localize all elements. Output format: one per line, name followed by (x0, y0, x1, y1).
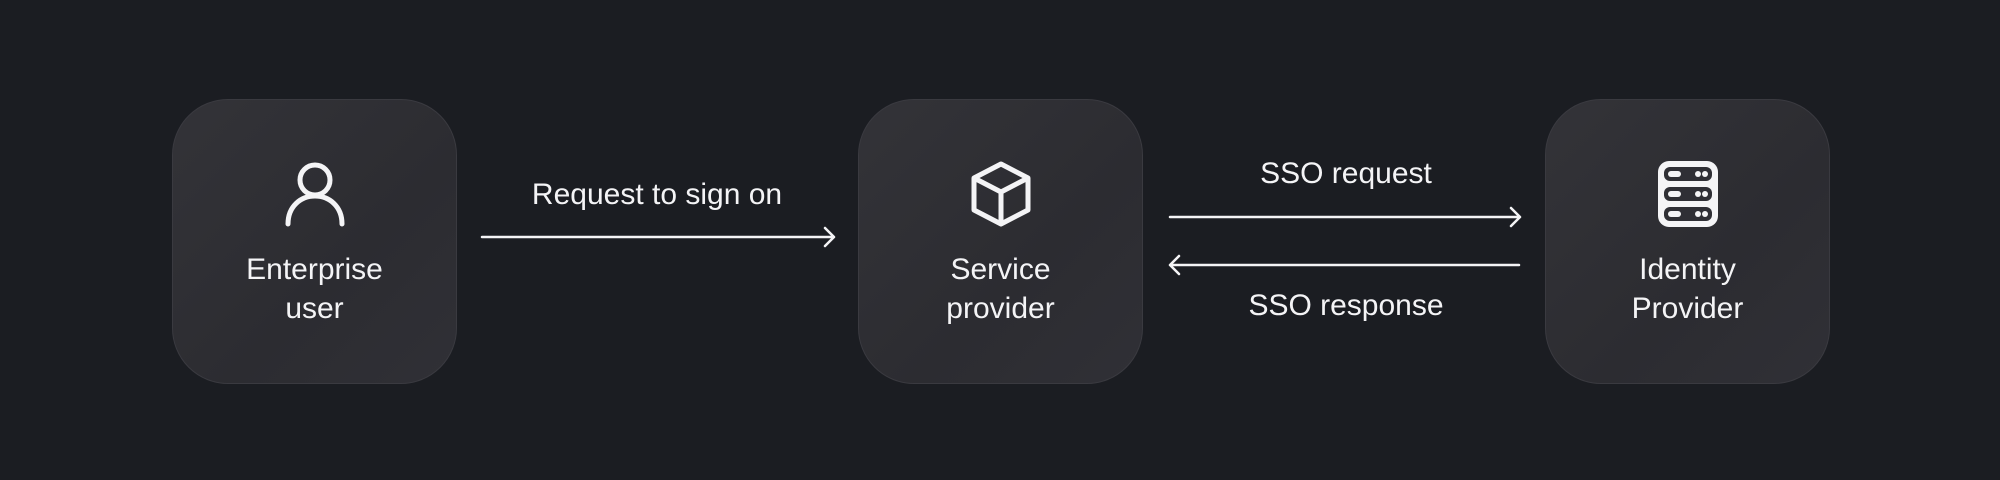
edge-label-sso-response: SSO response (1248, 289, 1444, 322)
node-label-line: Identity (1639, 253, 1736, 286)
user-icon (285, 162, 344, 227)
node-label-line: Enterprise (246, 253, 383, 286)
arrow-left (1168, 254, 1521, 276)
cube-icon (971, 161, 1030, 227)
node-label-line: Service (950, 253, 1051, 286)
arrow-right (480, 226, 836, 248)
server-icon (1657, 161, 1718, 227)
node-label-line: provider (946, 292, 1055, 325)
node-service-provider: Service provider (858, 99, 1143, 384)
edge-label-sso-request: SSO request (1260, 157, 1432, 190)
arrow-right (1168, 206, 1522, 228)
edge-label-request-sign-on: Request to sign on (531, 178, 783, 211)
node-label: Enterprise user (173, 250, 456, 328)
node-identity-provider: Identity Provider (1545, 99, 1830, 384)
node-label: Service provider (859, 250, 1142, 328)
node-label-line: Provider (1631, 292, 1744, 325)
node-label: Identity Provider (1546, 250, 1829, 328)
node-label-line: user (285, 292, 344, 325)
node-enterprise-user: Enterprise user (172, 99, 457, 384)
